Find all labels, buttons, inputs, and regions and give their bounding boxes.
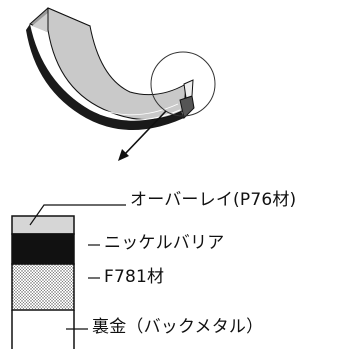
label-overlay: オーバーレイ(P76材) — [130, 190, 297, 210]
leader-overlay — [29, 204, 126, 226]
nickel-barrier-layer — [11, 233, 75, 265]
bearing-shell — [26, 7, 195, 130]
zoom-arrow — [118, 110, 167, 161]
label-nickel-barrier: ニッケルバリア — [104, 233, 225, 253]
leader-lines — [29, 204, 126, 330]
magnifier-circle — [150, 51, 216, 117]
f781-layer — [11, 263, 75, 311]
label-f781: F781材 — [104, 267, 165, 287]
cross-section — [11, 215, 75, 349]
overlay-layer — [11, 215, 75, 235]
label-back-metal: 裏金（バックメタル） — [92, 317, 264, 337]
